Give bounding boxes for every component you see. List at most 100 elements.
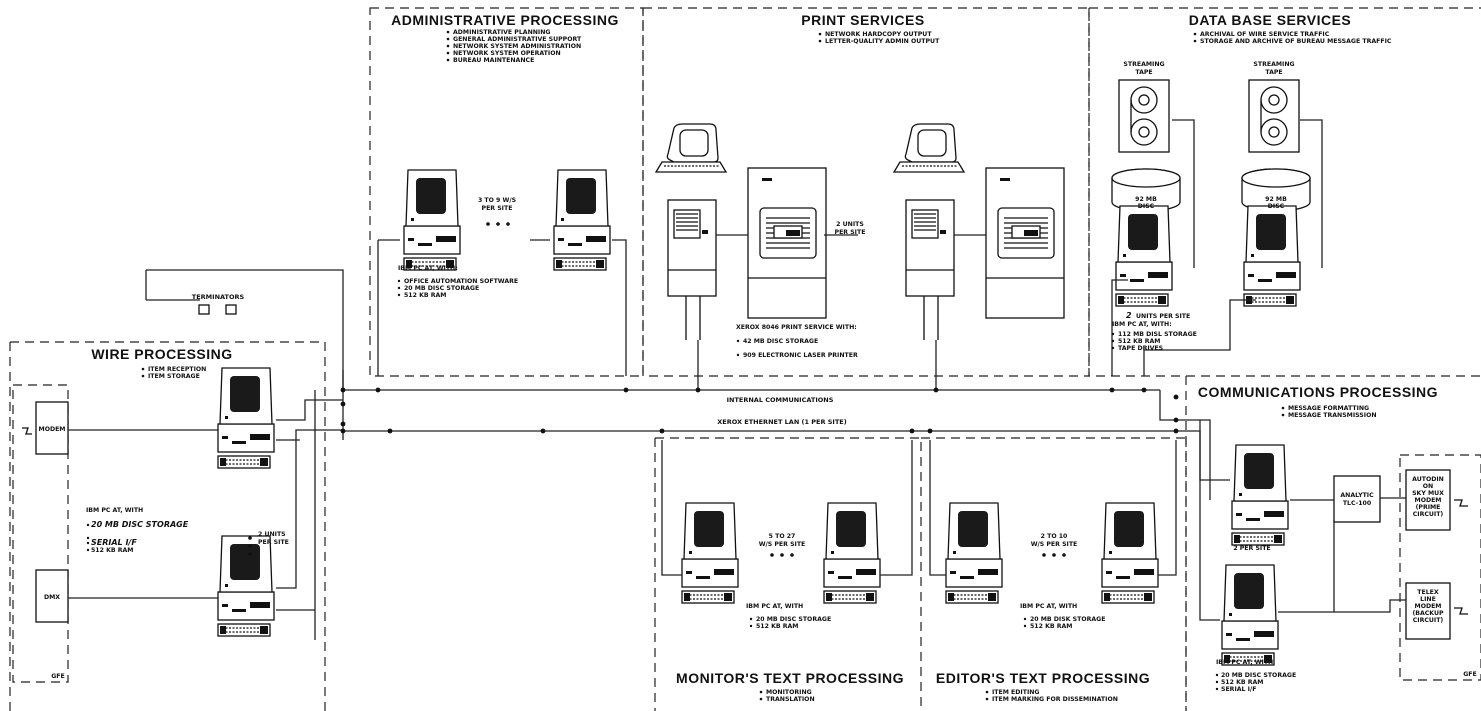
terminal-icon	[655, 123, 727, 173]
admin-spec: IBM PC AT, WITH: OFFICE AUTOMATION SOFTW…	[397, 265, 518, 299]
telex-text: (BACKUP	[1412, 610, 1444, 617]
terminal-icon	[893, 123, 965, 173]
wire-count: PER SITE	[258, 539, 289, 546]
pc-workstation-icon	[823, 502, 881, 604]
print-count: PER SITE	[835, 229, 866, 236]
editor-count: 2 TO 10	[1041, 533, 1068, 540]
editor-spec: IBM PC AT, WITH 20 MB DISK STORAGE 512 K…	[1020, 603, 1105, 630]
autodin-text: (PRIME	[1416, 504, 1441, 511]
spec-line: 20 MB DISC STORAGE	[91, 520, 189, 529]
editor-title: EDITOR'S TEXT PROCESSING	[936, 670, 1150, 686]
comms-spec: IBM PC AT, WITH 20 MB DISC STORAGE 512 K…	[1215, 659, 1296, 693]
streaming-tape-icon	[1248, 79, 1300, 153]
database-title: DATA BASE SERVICES	[1189, 12, 1352, 28]
disc-label: DISC	[1268, 203, 1285, 210]
spec-line: 20 MB DISC STORAGE	[756, 616, 831, 623]
gfe-label: GFE	[51, 673, 65, 680]
pc-workstation-icon	[217, 535, 275, 637]
modem-box	[35, 401, 69, 455]
monitor-count: 5 TO 27	[769, 533, 796, 540]
pc-workstation-icon	[1101, 502, 1159, 604]
admin-bullet: GENERAL ADMINISTRATIVE SUPPORT	[453, 36, 582, 43]
admin-bullets: ADMINISTRATIVE PLANNING GENERAL ADMINIST…	[446, 29, 582, 64]
pc-workstation-icon	[681, 502, 739, 604]
tape-label: STREAMING	[1253, 61, 1294, 68]
database-count: UNITS PER SITE	[1136, 313, 1190, 320]
tape-label: TAPE	[1265, 69, 1282, 76]
wire-spec: IBM PC AT, WITH 20 MB DISC STORAGE SERIA…	[86, 507, 189, 554]
print-bullet: LETTER-QUALITY ADMIN OUTPUT	[825, 38, 940, 45]
spec-line: IBM PC AT, WITH:	[1112, 321, 1172, 328]
spec-line: 512 KB RAM	[1030, 623, 1072, 630]
wire-section-box	[9, 341, 326, 711]
laser-printer-icon	[747, 167, 827, 319]
print-bullets: NETWORK HARDCOPY OUTPUT LETTER-QUALITY A…	[818, 31, 940, 45]
telex-text: CIRCUIT)	[1413, 617, 1444, 624]
pc-workstation-icon	[217, 367, 275, 469]
ethernet-lan-label: XEROX ETHERNET LAN (1 PER SITE)	[717, 418, 846, 426]
admin-title: ADMINISTRATIVE PROCESSING	[391, 12, 619, 28]
terminator-box	[198, 304, 210, 315]
database-bullets: ARCHIVAL OF WIRE SERVICE TRAFFIC STORAGE…	[1193, 31, 1392, 45]
terminators: TERMINATORS	[192, 293, 245, 315]
pc-workstation-icon	[1243, 205, 1301, 307]
print-count: 2 UNITS	[836, 221, 864, 228]
autodin-text: AUTODIN	[1412, 476, 1444, 483]
print-title: PRINT SERVICES	[801, 12, 924, 28]
wire-equipment	[22, 367, 343, 637]
monitor-bullets: MONITORING TRANSLATION	[759, 689, 815, 703]
database-equipment	[1111, 79, 1323, 376]
spec-line: SERIAL I/F	[1221, 686, 1256, 693]
comms-bullet: MESSAGE FORMATTING	[1288, 405, 1369, 412]
spec-line: 42 MB DISC STORAGE	[743, 338, 818, 345]
admin-bullet: NETWORK SYSTEM OPERATION	[453, 50, 561, 57]
telex-label: TELEX LINE MODEM (BACKUP CIRCUIT)	[1412, 589, 1444, 624]
spec-line: XEROX 8046 PRINT SERVICE WITH:	[736, 324, 857, 331]
print-spec: XEROX 8046 PRINT SERVICE WITH: 42 MB DIS…	[736, 324, 858, 359]
spec-line: 512 KB RAM	[404, 292, 446, 299]
comms-gfe-box	[1399, 454, 1481, 681]
spec-line: 512 KB RAM	[1118, 338, 1160, 345]
laser-printer-icon	[985, 167, 1065, 319]
tape-label: TAPE	[1135, 69, 1152, 76]
disc-label: 92 MB	[1265, 196, 1287, 203]
spec-line: SERIAL I/F	[91, 538, 137, 547]
analytic-box	[1333, 475, 1381, 523]
admin-bullet: NETWORK SYSTEM ADMINISTRATION	[453, 43, 581, 50]
disc-label: 92 MB	[1135, 196, 1157, 203]
spec-line: TAPE DRIVES	[1118, 345, 1163, 352]
comms-bullets: MESSAGE FORMATTING MESSAGE TRANSMISSION	[1281, 405, 1377, 419]
database-bullet: STORAGE AND ARCHIVE OF BUREAU MESSAGE TR…	[1200, 38, 1392, 45]
admin-bullet: BUREAU MAINTENANCE	[453, 57, 534, 64]
editor-section-box	[921, 437, 1187, 711]
admin-count: 3 TO 9 W/S	[478, 197, 516, 204]
comms-count: 2 PER SITE	[1233, 545, 1270, 552]
editor-bullets: ITEM EDITING ITEM MARKING FOR DISSEMINAT…	[985, 689, 1118, 703]
print-server-icon	[667, 199, 717, 341]
autodin-text: ON	[1423, 483, 1433, 490]
wire-bullets: ITEM RECEPTION ITEM STORAGE	[141, 366, 206, 380]
pc-workstation-icon	[945, 502, 1003, 604]
comms-title: COMMUNICATIONS PROCESSING	[1198, 384, 1438, 400]
editor-bullet: ITEM EDITING	[992, 689, 1040, 696]
monitor-spec: IBM PC AT, WITH 20 MB DISC STORAGE 512 K…	[746, 603, 831, 630]
spec-line: 512 KB RAM	[91, 547, 133, 554]
wire-inner-box	[12, 384, 69, 683]
spec-line: 20 MB DISC STORAGE	[404, 285, 479, 292]
dmx-box	[35, 569, 69, 623]
internal-comms-label: INTERNAL COMMUNICATIONS	[727, 396, 834, 404]
pc-workstation-icon	[1231, 444, 1289, 546]
disc-label: DISC	[1138, 203, 1155, 210]
comms-bullet: MESSAGE TRANSMISSION	[1288, 412, 1377, 419]
spec-line: 909 ELECTRONIC LASER PRINTER	[743, 352, 858, 359]
pc-workstation-icon	[553, 169, 611, 271]
analytic-text: ANALYTIC	[1340, 492, 1374, 499]
spec-line: 20 MB DISK STORAGE	[1030, 616, 1105, 623]
pc-workstation-icon	[1221, 564, 1279, 666]
monitor-bullet: MONITORING	[766, 689, 812, 696]
telex-text: TELEX	[1417, 589, 1439, 596]
spec-line: OFFICE AUTOMATION SOFTWARE	[404, 278, 518, 285]
monitor-count: W/S PER SITE	[759, 541, 806, 548]
monitor-workstations	[661, 440, 913, 604]
